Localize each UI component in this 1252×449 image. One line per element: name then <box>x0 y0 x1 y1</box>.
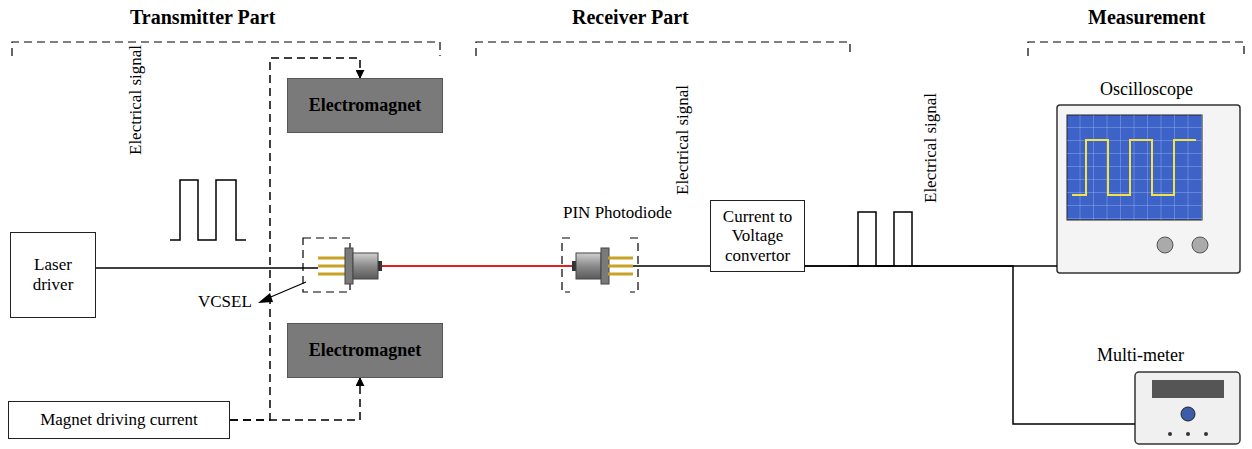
device-heading: Multi-meter <box>1097 346 1184 366</box>
laser-beam <box>382 265 572 267</box>
node-text: Electromagnet <box>309 340 422 361</box>
section-title: Receiver Part <box>572 6 689 28</box>
current-source-box: Magnet driving current <box>8 401 230 439</box>
section-title: Measurement <box>1088 6 1205 28</box>
bracket <box>12 42 1244 292</box>
oscilloscope: Oscilloscope <box>1057 80 1240 273</box>
control-line <box>230 378 360 420</box>
electromagnet-box: Electromagnet <box>287 323 443 378</box>
part-label: VCSEL <box>198 293 252 312</box>
signal-wire <box>805 266 1135 424</box>
driver-box: Laser driver <box>10 232 96 318</box>
oscilloscope-symbol <box>1057 105 1240 273</box>
part-label: PIN Photodiode <box>563 204 672 223</box>
signal-label: Electrical signal <box>922 93 941 203</box>
electromagnet-box: Electromagnet <box>287 78 443 133</box>
node-text: Electromagnet <box>309 95 422 116</box>
signal-label: Electrical signal <box>127 45 146 155</box>
node-text: Laser driver <box>15 255 91 294</box>
photodiode-symbol <box>572 248 633 284</box>
signal-label: Electrical signal <box>674 85 693 195</box>
node-text: Current to Voltage convertor <box>715 207 800 266</box>
multimeter: Multi-meter <box>1135 372 1240 444</box>
node-text: Magnet driving current <box>40 410 198 430</box>
multimeter-symbol <box>1135 372 1240 444</box>
leader-line <box>258 282 306 303</box>
converter-box: Current to Voltage convertor <box>710 200 805 272</box>
device-heading: Oscilloscope <box>1100 80 1193 100</box>
vcsel-symbol <box>318 248 382 284</box>
section-title: Transmitter Part <box>130 6 275 28</box>
